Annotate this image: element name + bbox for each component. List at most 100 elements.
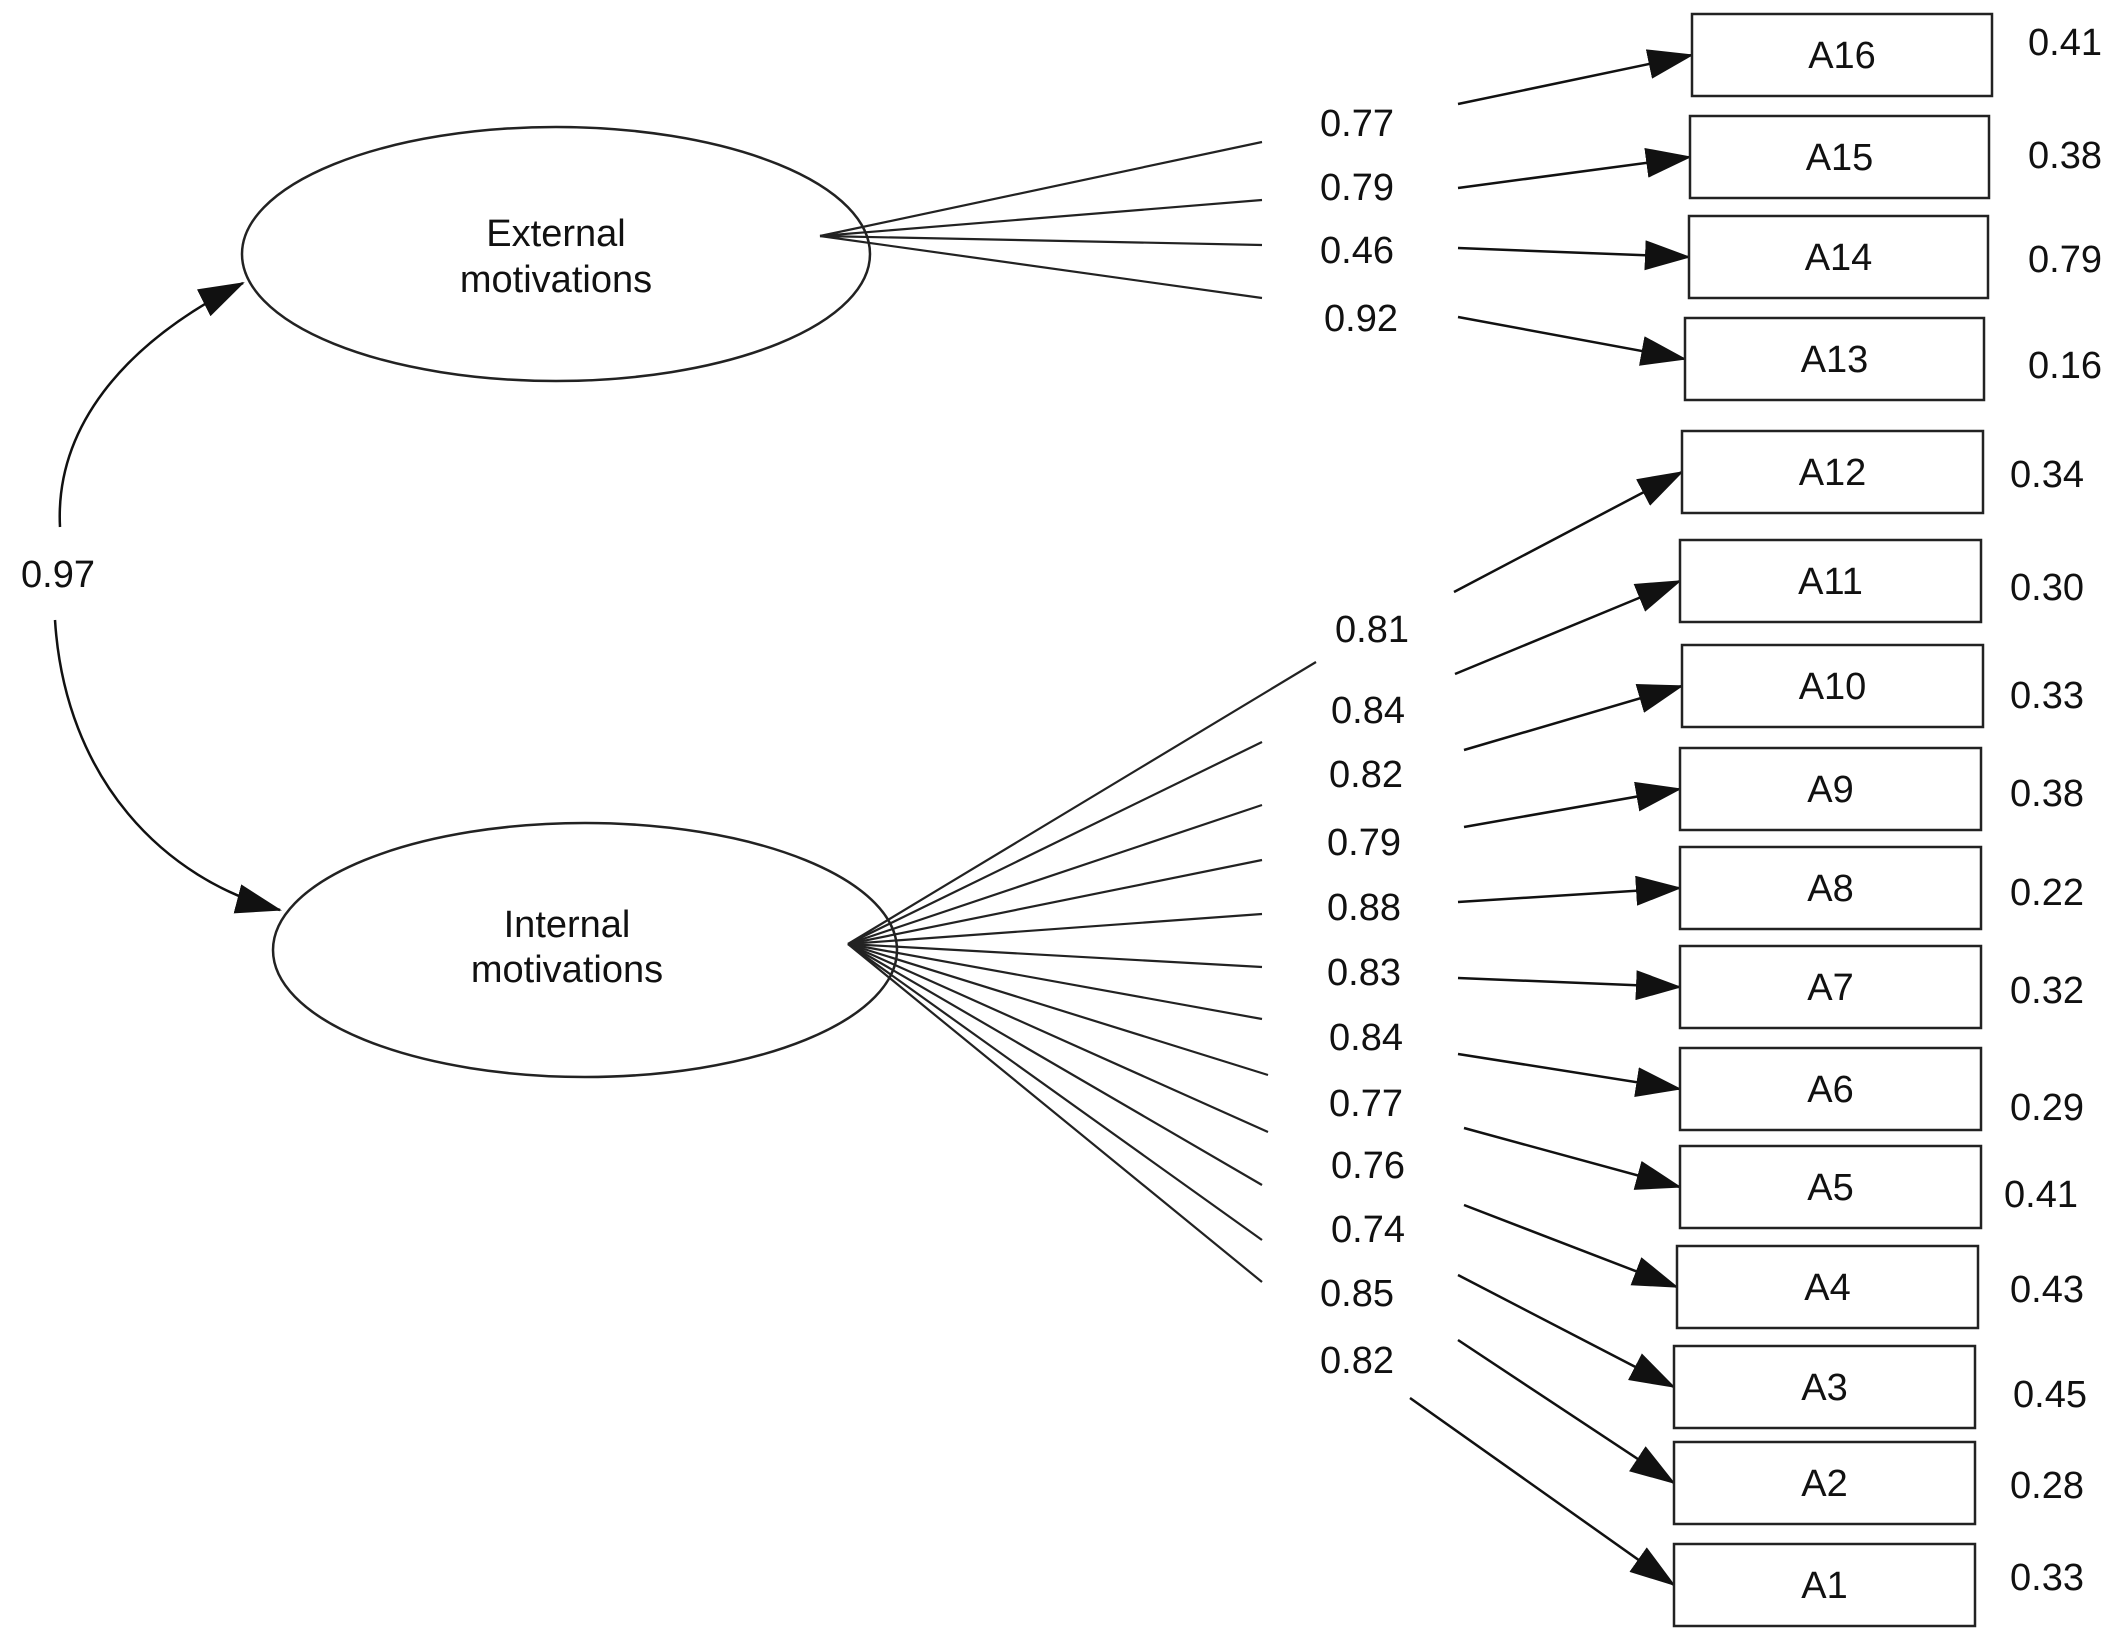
indicator-box-a13: [1683, 316, 1986, 402]
error-value-a10: 0.33: [2010, 675, 2084, 717]
loading-line-a11: [847, 741, 1263, 945]
loading-arrow-a16: [1457, 49, 1694, 106]
indicator-label-a4: A4: [1804, 1267, 1850, 1309]
loading-arrow-a10: [1463, 684, 1684, 752]
loading-arrow-a3: [1457, 1273, 1676, 1389]
factor-internal-label-line2: motivations: [471, 949, 663, 991]
loading-value-a11: 0.84: [1331, 690, 1405, 732]
indicator-box-a15: [1688, 114, 1991, 200]
indicator-a3: A3 0.45: [1672, 1344, 2087, 1430]
loading-line-a16: [819, 140, 1263, 238]
loading-value-a12: 0.81: [1335, 609, 1409, 651]
loading-value-a3: 0.74: [1331, 1209, 1405, 1251]
indicator-a10: A10 0.33: [1680, 643, 2084, 729]
indicator-box-a5: [1678, 1144, 1983, 1230]
indicator-a8: A8 0.22: [1678, 845, 2084, 931]
indicator-box-a14: [1687, 214, 1990, 300]
error-value-a5: 0.41: [2004, 1174, 2078, 1216]
error-value-a11: 0.30: [2010, 567, 2084, 609]
indicator-label-a1: A1: [1801, 1565, 1847, 1607]
loading-value-a10: 0.82: [1329, 754, 1403, 796]
indicator-box-a10: [1680, 643, 1985, 729]
loading-arrow-a9: [1463, 781, 1682, 829]
loading-line-a14: [819, 234, 1263, 247]
indicator-label-a14: A14: [1805, 237, 1873, 279]
indicator-box-a2: [1672, 1440, 1977, 1526]
indicator-label-a2: A2: [1801, 1463, 1847, 1505]
loading-arrow-a15: [1457, 147, 1692, 190]
loading-arrow-a11: [1454, 579, 1682, 676]
indicator-label-a8: A8: [1807, 868, 1853, 910]
loading-line-a6: [847, 942, 1263, 1021]
indicator-label-a3: A3: [1801, 1367, 1847, 1409]
loading-value-a16: 0.77: [1320, 103, 1394, 145]
error-value-a1: 0.33: [2010, 1557, 2084, 1599]
loading-line-a1: [847, 943, 1263, 1283]
correlation-value: 0.97: [21, 554, 95, 596]
indicator-a9: A9 0.38: [1678, 746, 2084, 832]
error-value-a3: 0.45: [2013, 1374, 2087, 1416]
indicator-label-a9: A9: [1807, 769, 1853, 811]
loading-value-a8: 0.88: [1327, 887, 1401, 929]
factor-external-motivations: External motivations: [240, 125, 872, 383]
indicator-box-a7: [1678, 944, 1983, 1030]
indicator-box-a6: [1678, 1046, 1983, 1132]
indicator-box-a11: [1678, 538, 1983, 624]
indicator-a2: A2 0.28: [1672, 1440, 2084, 1526]
error-value-a14: 0.79: [2028, 239, 2102, 281]
indicator-a14: A14 0.79: [1687, 214, 2102, 300]
loading-line-a4: [847, 942, 1269, 1134]
loading-arrow-a13: [1457, 315, 1687, 366]
indicator-label-a10: A10: [1799, 666, 1867, 708]
factor-internal-motivations: Internal motivations: [271, 821, 899, 1079]
loading-arrow-a6: [1457, 1052, 1682, 1097]
indicator-box-a4: [1675, 1244, 1980, 1330]
loading-arrow-a1: [1409, 1396, 1676, 1587]
loading-arrow-a4: [1463, 1203, 1679, 1289]
factor-external-label-line2: motivations: [460, 259, 652, 301]
loading-line-a3: [847, 943, 1263, 1186]
loading-line-a8: [847, 912, 1263, 946]
loading-value-a1: 0.82: [1320, 1340, 1394, 1382]
indicator-box-a1: [1672, 1542, 1977, 1628]
loading-value-a5: 0.77: [1329, 1083, 1403, 1125]
indicator-label-a7: A7: [1807, 967, 1853, 1009]
loading-value-a9: 0.79: [1327, 822, 1401, 864]
indicator-label-a6: A6: [1807, 1069, 1853, 1111]
error-value-a12: 0.34: [2010, 454, 2084, 496]
loading-line-a2: [847, 943, 1263, 1241]
correlation-arrow-to-internal: [53, 619, 282, 914]
indicator-label-a11: A11: [1798, 561, 1863, 603]
indicator-a1: A1 0.33: [1672, 1542, 2084, 1628]
indicator-box-a8: [1678, 845, 1983, 931]
error-value-a15: 0.38: [2028, 135, 2102, 177]
loading-line-a9: [847, 858, 1263, 946]
error-value-a8: 0.22: [2010, 872, 2084, 914]
error-value-a13: 0.16: [2028, 345, 2102, 387]
error-value-a6: 0.29: [2010, 1087, 2084, 1129]
loading-line-a10: [847, 803, 1263, 946]
indicator-a13: A13 0.16: [1683, 316, 2102, 402]
error-value-a7: 0.32: [2010, 970, 2084, 1012]
loading-arrow-a12: [1453, 470, 1684, 594]
loading-value-a14: 0.46: [1320, 230, 1394, 272]
correlation-arrow-to-external: [58, 281, 245, 528]
loading-arrow-a5: [1463, 1126, 1682, 1190]
loading-line-a5: [847, 942, 1269, 1077]
loading-arrow-a8: [1457, 875, 1682, 906]
loading-value-a7: 0.83: [1327, 952, 1401, 994]
error-value-a9: 0.38: [2010, 773, 2084, 815]
indicator-box-a12: [1680, 429, 1985, 515]
indicator-label-a16: A16: [1808, 35, 1876, 77]
loading-line-a7: [847, 942, 1263, 969]
indicator-a11: A11 0.30: [1678, 538, 2084, 624]
error-value-a2: 0.28: [2010, 1465, 2084, 1507]
indicator-label-a13: A13: [1801, 339, 1869, 381]
loading-arrow-a7: [1457, 970, 1682, 1001]
